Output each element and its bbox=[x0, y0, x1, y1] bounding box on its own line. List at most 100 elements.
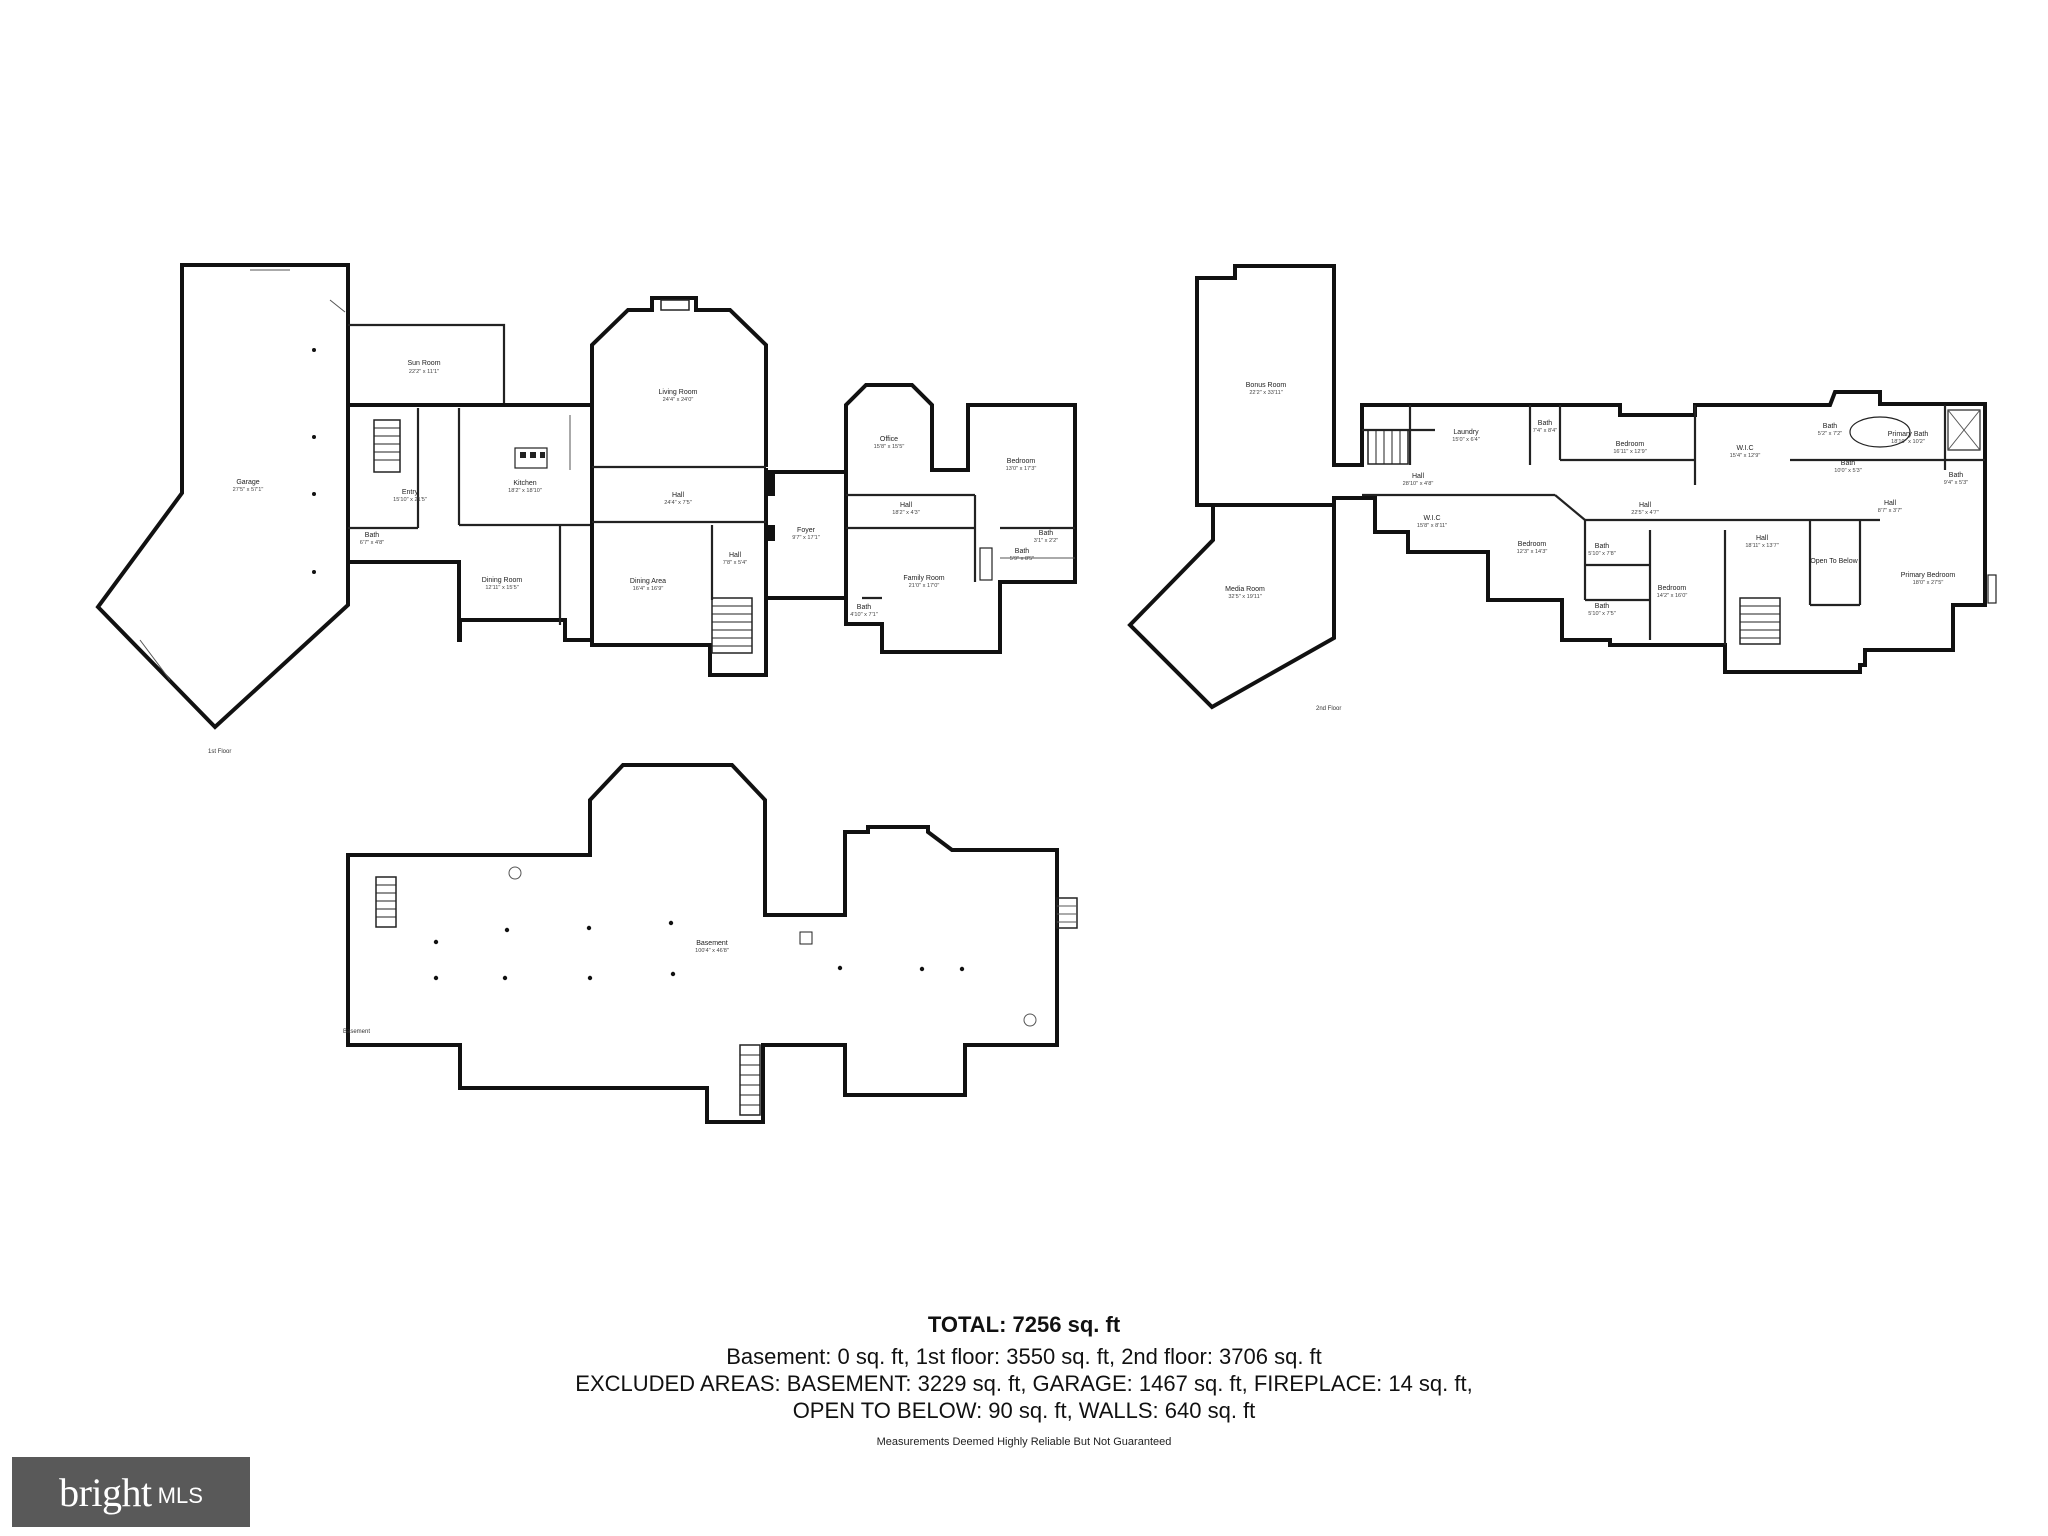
room-name-wic-2b: W.I.C bbox=[1736, 445, 1753, 452]
logo-mls: MLS bbox=[157, 1483, 203, 1508]
room-dim-primary-bedroom: 18'0" x 27'5" bbox=[1913, 580, 1944, 586]
room-name-family-room: Family Room bbox=[903, 575, 944, 582]
room-dim-primary-bath: 18'10" x 10'2" bbox=[1891, 439, 1925, 445]
room-dim-hall-1c: 18'2" x 4'3" bbox=[892, 510, 920, 516]
room-dim-bath-1b: 4'10" x 7'1" bbox=[850, 612, 878, 618]
room-dim-entry: 15'10" x 21'5" bbox=[393, 497, 427, 503]
basement-label: Basement bbox=[343, 1029, 370, 1035]
excluded-areas-line: EXCLUDED AREAS: BASEMENT: 3229 sq. ft, G… bbox=[575, 1371, 1473, 1396]
room-name-garage: Garage bbox=[236, 479, 259, 486]
logo-word: bright bbox=[59, 1469, 152, 1515]
second-floor-plan: Bonus Room 22'2" x 33'11" Media Room 32'… bbox=[1127, 264, 1997, 712]
room-name-wic-2a: W.I.C bbox=[1423, 515, 1440, 522]
room-dim-sun-room: 22'2" x 11'1" bbox=[409, 369, 439, 375]
room-dim-living-room: 24'4" x 24'0" bbox=[663, 397, 694, 403]
living-room-outline bbox=[590, 296, 768, 467]
room-dim-bath-2e: 5'10" x 7'8" bbox=[1588, 551, 1616, 557]
dining-area-outline bbox=[590, 467, 768, 677]
room-dim-bath-2b: 5'2" x 7'2" bbox=[1818, 431, 1842, 437]
room-name-bath-2f: Bath bbox=[1595, 603, 1610, 610]
room-name-bath-1c: Bath bbox=[1015, 548, 1030, 555]
room-dim-hall-2d: 18'11" x 13'7" bbox=[1745, 543, 1778, 549]
room-dim-bedroom-1: 13'0" x 17'3" bbox=[1006, 466, 1037, 472]
room-dim-bath-2d: 9'4" x 5'3" bbox=[1944, 480, 1968, 486]
basement-outline bbox=[346, 763, 1059, 1124]
room-dim-laundry: 15'0" x 6'4" bbox=[1452, 437, 1480, 443]
second-floor-stairs-a bbox=[1367, 429, 1409, 465]
room-dim-garage: 27'5" x 57'1" bbox=[233, 487, 264, 493]
room-name-media-room: Media Room bbox=[1225, 586, 1265, 593]
room-name-open-to-below: Open To Below bbox=[1810, 558, 1858, 565]
room-name-bath-2c: Bath bbox=[1841, 460, 1856, 467]
room-name-living-room: Living Room bbox=[659, 389, 698, 396]
room-dim-dining-room: 12'11" x 15'5" bbox=[485, 585, 518, 591]
room-name-basement: Basement bbox=[696, 940, 728, 947]
total-area: TOTAL: 7256 sq. ft bbox=[927, 1312, 1121, 1337]
room-name-hall-1a: Hall bbox=[672, 492, 685, 499]
room-dim-bedroom-2b: 12'3" x 14'3" bbox=[1517, 549, 1548, 555]
first-floor-label: 1st Floor bbox=[208, 749, 231, 755]
room-dim-hall-1b: 7'8" x 5'4" bbox=[723, 560, 747, 566]
room-dim-kitchen: 18'2" x 18'10" bbox=[508, 488, 542, 494]
disclaimer: Measurements Deemed Highly Reliable But … bbox=[876, 1436, 1172, 1448]
room-dim-hall-2c: 8'7" x 3'7" bbox=[1878, 508, 1902, 514]
room-name-hall-2d: Hall bbox=[1756, 535, 1769, 542]
room-name-bedroom-1: Bedroom bbox=[1007, 458, 1036, 465]
room-name-bonus-room: Bonus Room bbox=[1246, 382, 1287, 389]
entry-stairs bbox=[373, 419, 401, 473]
room-name-bedroom-2c: Bedroom bbox=[1658, 585, 1687, 592]
floor-areas-line: Basement: 0 sq. ft, 1st floor: 3550 sq. … bbox=[726, 1344, 1322, 1369]
room-name-bath-2d: Bath bbox=[1949, 472, 1964, 479]
room-name-bath-1b: Bath bbox=[857, 604, 872, 611]
first-floor-plan: Garage 27'5" x 57'1" Sun Room 22'2" x 11… bbox=[95, 263, 1077, 755]
room-name-bedroom-2b: Bedroom bbox=[1518, 541, 1547, 548]
room-dim-bath-2c: 10'0" x 5'3" bbox=[1834, 468, 1862, 474]
room-dim-basement: 100'4" x 46'8" bbox=[695, 948, 729, 954]
room-name-office: Office bbox=[880, 436, 898, 443]
room-name-bedroom-2a: Bedroom bbox=[1616, 441, 1645, 448]
room-name-bath-2b: Bath bbox=[1823, 423, 1838, 430]
media-room-outline bbox=[1127, 503, 1336, 710]
room-name-hall-1b: Hall bbox=[729, 552, 742, 559]
first-floor-main-outline bbox=[346, 403, 594, 642]
room-dim-bedroom-2a: 16'11" x 12'9" bbox=[1613, 449, 1646, 455]
room-dim-bath-2f: 5'10" x 7'5" bbox=[1588, 611, 1616, 617]
room-name-hall-2c: Hall bbox=[1884, 500, 1897, 507]
room-dim-bath-1c: 5'9" x 8'5" bbox=[1010, 556, 1034, 562]
second-floor-stairs-b bbox=[1739, 597, 1781, 645]
room-dim-bonus-room: 22'2" x 33'11" bbox=[1249, 390, 1282, 396]
room-dim-family-room: 21'0" x 17'0" bbox=[909, 583, 940, 589]
room-name-sun-room: Sun Room bbox=[407, 360, 440, 367]
room-name-primary-bath: Primary Bath bbox=[1888, 431, 1929, 438]
room-dim-office: 15'8" x 15'5" bbox=[874, 444, 905, 450]
room-name-hall-1c: Hall bbox=[900, 502, 913, 509]
room-name-entry: Entry bbox=[402, 489, 419, 496]
room-dim-bath-1a: 6'7" x 4'8" bbox=[360, 540, 384, 546]
room-dim-hall-2a: 28'10" x 4'8" bbox=[1403, 481, 1434, 487]
room-name-bath-2a: Bath bbox=[1538, 420, 1553, 427]
second-floor-labels: Bonus Room 22'2" x 33'11" Media Room 32'… bbox=[1225, 382, 1968, 712]
room-dim-bath-1d: 3'1" x 2'2" bbox=[1034, 538, 1058, 544]
room-name-kitchen: Kitchen bbox=[513, 480, 536, 487]
basement-stairs-a bbox=[375, 876, 397, 928]
room-name-hall-2a: Hall bbox=[1412, 473, 1425, 480]
room-name-bath-1a: Bath bbox=[365, 532, 380, 539]
room-name-foyer: Foyer bbox=[797, 527, 816, 534]
room-dim-bedroom-2c: 14'2" x 16'0" bbox=[1657, 593, 1688, 599]
room-name-hall-2b: Hall bbox=[1639, 502, 1652, 509]
excluded-areas-line-2: OPEN TO BELOW: 90 sq. ft, WALLS: 640 sq.… bbox=[792, 1398, 1256, 1423]
second-floor-label: 2nd Floor bbox=[1316, 706, 1341, 712]
room-dim-hall-2b: 22'5" x 4'7" bbox=[1631, 510, 1659, 516]
first-floor-labels: Garage 27'5" x 57'1" Sun Room 22'2" x 11… bbox=[208, 360, 1058, 755]
room-dim-bath-2a: 7'4" x 8'4" bbox=[1533, 428, 1557, 434]
garage-outline bbox=[95, 263, 350, 730]
room-name-bath-2e: Bath bbox=[1595, 543, 1610, 550]
room-dim-hall-1a: 24'4" x 7'5" bbox=[664, 500, 692, 506]
room-dim-media-room: 32'5" x 19'11" bbox=[1228, 594, 1261, 600]
dining-stairs bbox=[711, 597, 753, 654]
room-name-primary-bedroom: Primary Bedroom bbox=[1901, 572, 1956, 579]
bright-mls-logo: bright MLS bbox=[12, 1457, 250, 1527]
basement-stairs-b bbox=[739, 1044, 761, 1116]
room-dim-wic-2a: 15'8" x 8'11" bbox=[1417, 523, 1447, 529]
